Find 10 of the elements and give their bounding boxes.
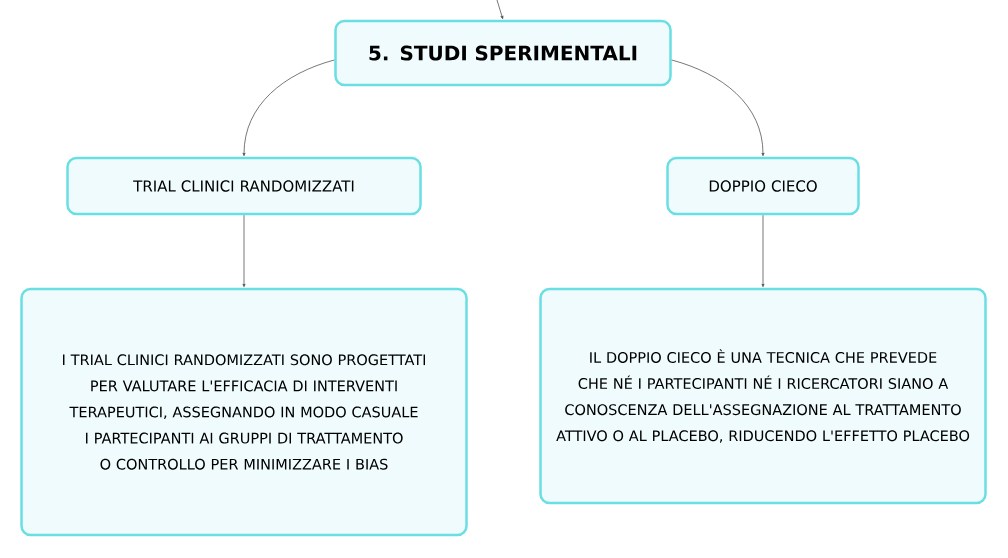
arrow	[761, 214, 765, 288]
heading-box: 5. STUDI SPERIMENTALI	[334, 19, 672, 87]
arrow	[242, 214, 246, 288]
arrow	[671, 59, 765, 157]
description-box: I TRIAL CLINICI RANDOMIZZATI SONO PROGETTATI PER VALUTARE L'EFFICACIA DI INTERVENTI TERAPEUTICI, ASSEGNANDO IN MODO CASUALE I PARTECIPANTI AI GRUPPI DI TRATTAMENTO O CONTROLLO PER MINIMIZZARE I BIAS	[20, 287, 468, 537]
description-box: IL DOPPIO CIECO È UNA TECNICA CHE PREVEDE CHE NÉ I PARTECIPANTI NÉ I RICERCATORI SIANO A CONOSCENZA DELL'ASSEGNAZIONE AL TRATTAMENTO ATTIVO O AL PLACEBO, RIDUCENDO L'EFFETTO PLACEBO	[539, 287, 987, 505]
topic-box: TRIAL CLINICI RANDOMIZZATI	[66, 156, 422, 216]
topic-box: DOPPIO CIECO	[666, 156, 860, 216]
arrow	[242, 59, 335, 157]
arrow	[496, 0, 504, 20]
